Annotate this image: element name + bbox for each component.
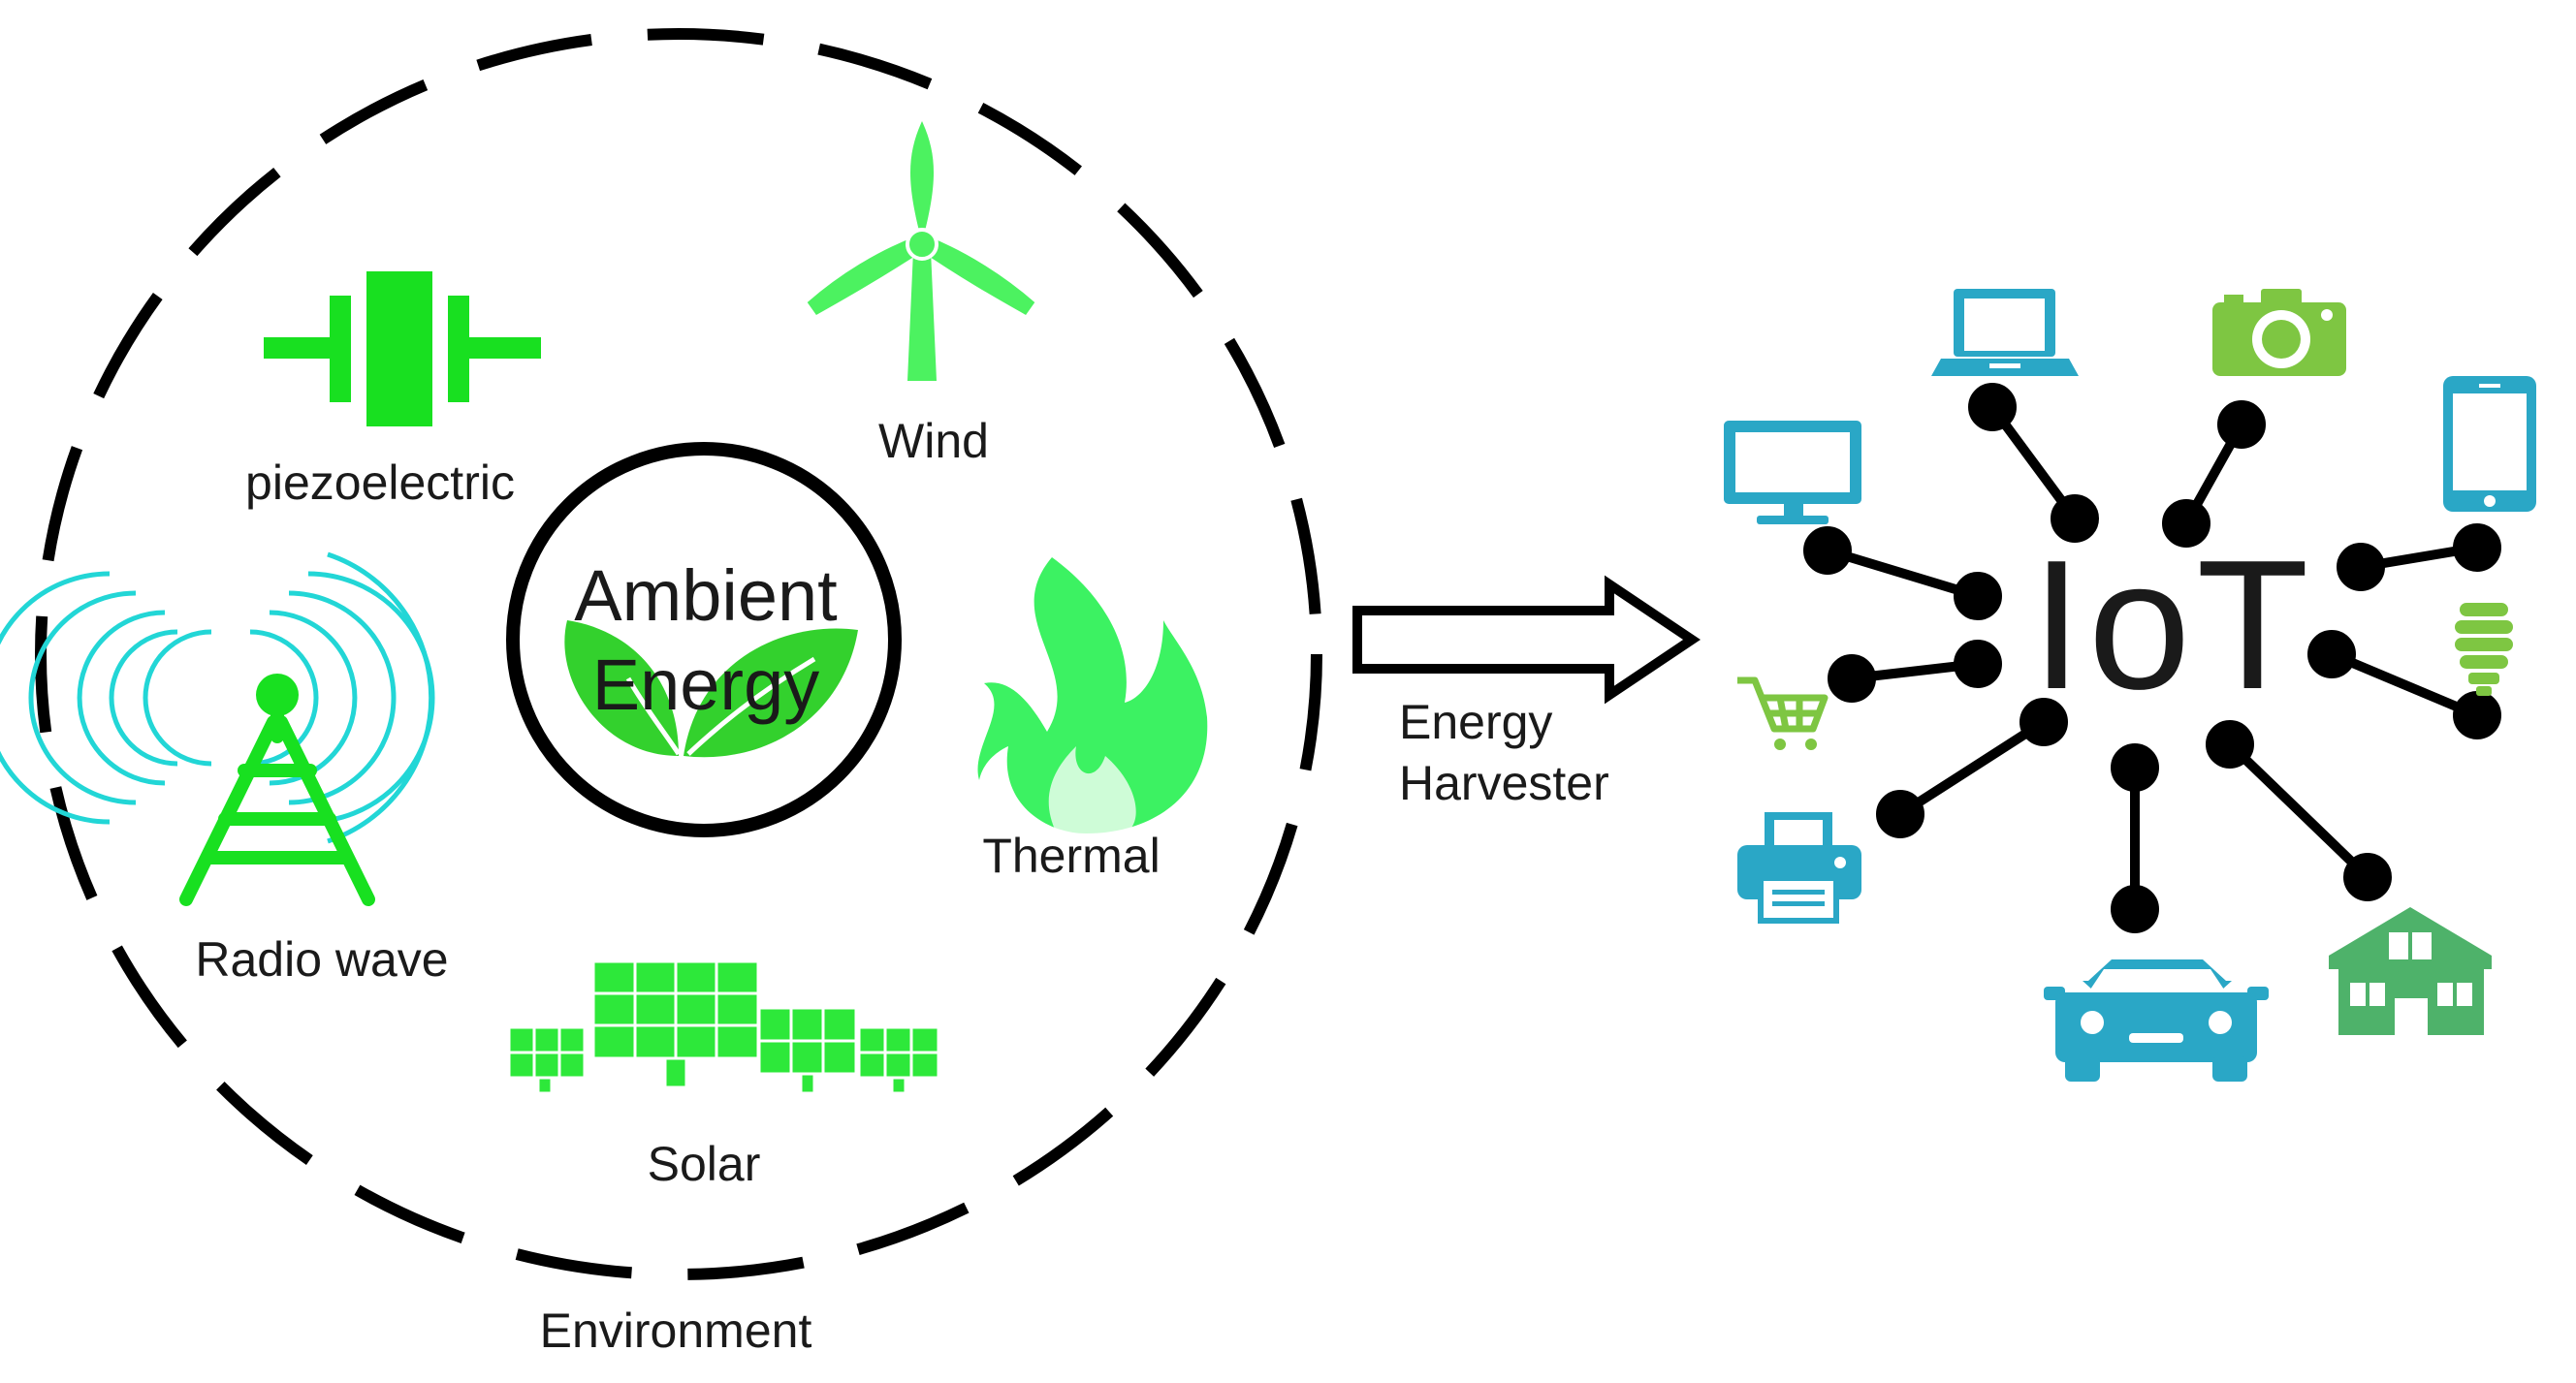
house-icon <box>2329 907 2492 1035</box>
right-arrow-icon <box>1352 575 1701 705</box>
shopping-cart-icon <box>1737 676 1829 750</box>
ambient-title-line2: Energy <box>592 644 819 725</box>
printer-icon <box>1737 812 1861 924</box>
flame-icon <box>977 557 1208 833</box>
camera-icon <box>2212 289 2346 376</box>
solar-label: Solar <box>648 1137 761 1191</box>
harvester-label-line1: Energy <box>1399 695 1552 749</box>
iot-connectors <box>1803 383 2501 933</box>
wind-label: Wind <box>878 414 989 468</box>
solar-panel-icon <box>507 959 940 1095</box>
piezoelectric-label: piezoelectric <box>245 456 515 510</box>
ambient-title-line1: Ambient <box>574 555 838 636</box>
monitor-icon <box>1724 421 1861 524</box>
light-bulb-icon <box>2455 603 2513 696</box>
iot-title: IoT <box>2031 522 2315 728</box>
ambient-energy-node: Ambient Energy <box>506 442 902 837</box>
harvester-label-line2: Harvester <box>1399 756 1609 810</box>
environment-label: Environment <box>540 1304 812 1358</box>
smartphone-icon <box>2443 376 2536 512</box>
piezoelectric-icon <box>264 271 541 426</box>
wind-turbine-icon <box>807 121 1035 381</box>
car-icon <box>2044 959 2269 1082</box>
leaf-icon <box>564 620 858 758</box>
radio-tower-icon <box>0 551 435 906</box>
laptop-icon <box>1931 289 2079 376</box>
radio-wave-label: Radio wave <box>195 932 448 987</box>
thermal-label: Thermal <box>982 829 1160 883</box>
